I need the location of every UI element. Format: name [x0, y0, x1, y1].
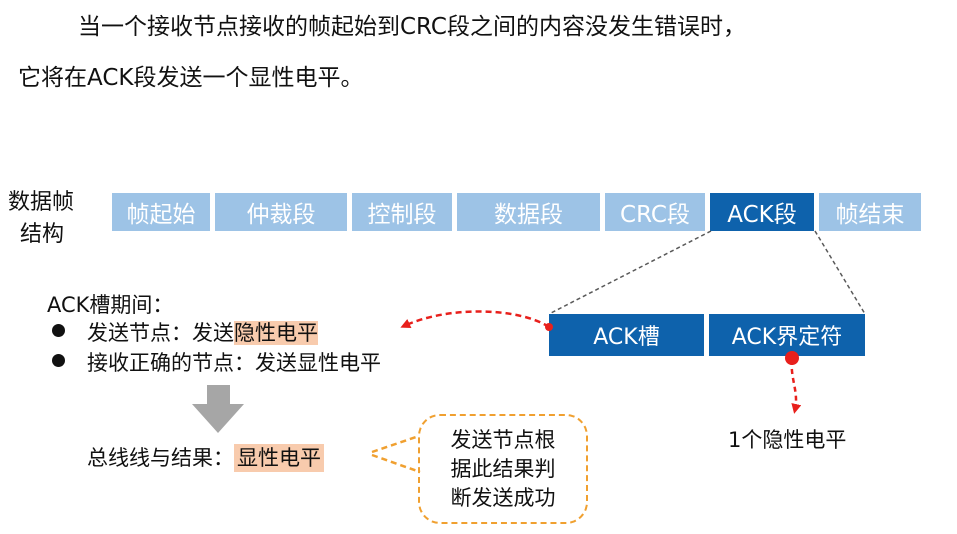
receiver-line: 接收正确的节点：发送显性电平: [87, 351, 381, 375]
ack-slot-box: ACK槽: [549, 314, 704, 356]
segment-frame-start: 帧起始: [112, 193, 210, 231]
callout-line-3: 断发送成功: [450, 485, 556, 510]
segment-crc: CRC段: [605, 193, 705, 231]
segment-ack: ACK段: [710, 193, 814, 231]
result-line: 总线线与结果：显性电平: [87, 442, 324, 472]
zoom-line-left: [548, 230, 712, 315]
segment-control: 控制段: [352, 193, 452, 231]
intro-line-2: 它将在ACK段发送一个显性电平。: [18, 65, 364, 91]
sender-line: 发送节点：发送隐性电平: [87, 317, 318, 347]
frame-label-line-1: 数据帧: [8, 190, 75, 215]
delimiter-arrow-icon: [790, 359, 802, 414]
bullet-icon: [52, 354, 65, 367]
delimiter-note: 1个隐性电平: [728, 428, 847, 452]
callout-line-2: 据此结果判: [450, 456, 556, 481]
delimiter-dot-icon: [785, 351, 799, 365]
period-title: ACK槽期间：: [47, 293, 174, 317]
callout-line-1: 发送节点根: [450, 427, 556, 452]
zoom-line-right: [814, 230, 866, 315]
callout-box: 发送节点根 据此结果判 断发送成功: [418, 414, 588, 524]
callout-tail-icon: [371, 434, 421, 474]
intro-line-1: 当一个接收节点接收的帧起始到CRC段之间的内容没发生错误时，: [78, 14, 746, 40]
ack-delimiter-box: ACK界定符: [709, 314, 865, 356]
sender-level-highlight: 隐性电平: [234, 321, 318, 345]
segment-arbitration: 仲裁段: [215, 193, 347, 231]
result-level-highlight: 显性电平: [234, 444, 324, 472]
frame-label-line-2: 结构: [20, 222, 65, 247]
result-prefix: 总线线与结果：: [87, 446, 234, 470]
bullet-icon: [52, 324, 65, 337]
sender-prefix: 发送节点：发送: [87, 321, 234, 345]
down-arrow-icon: [192, 385, 244, 433]
segment-data: 数据段: [457, 193, 600, 231]
segment-frame-end: 帧结束: [819, 193, 921, 231]
sender-arrow-icon: [400, 310, 550, 329]
